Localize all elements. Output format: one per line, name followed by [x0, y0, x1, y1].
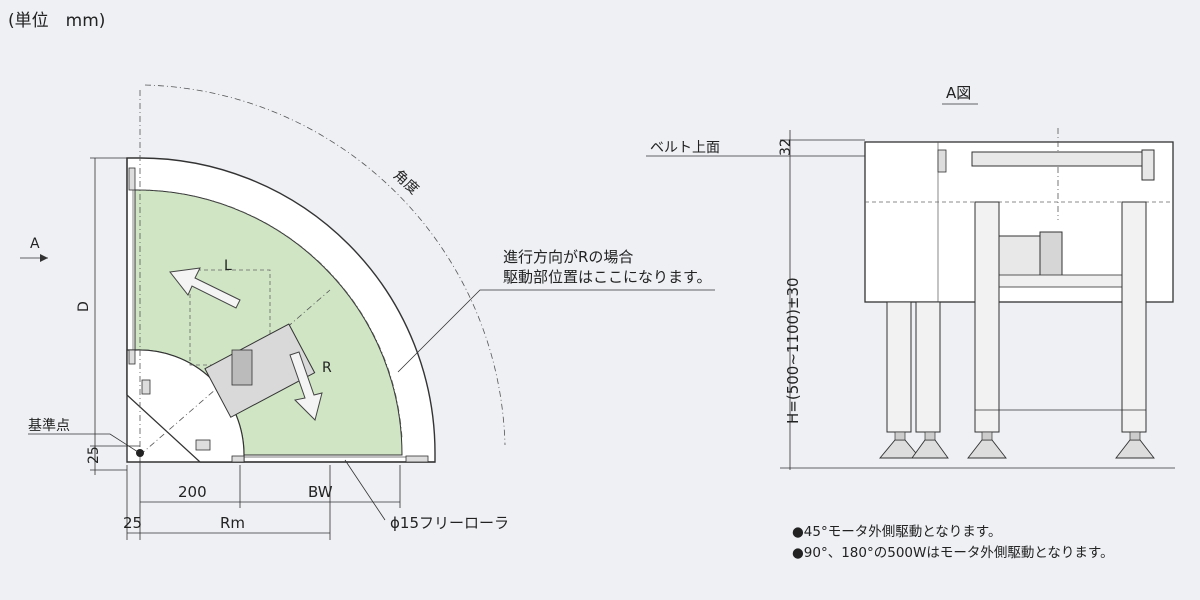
dim-rm: Rm — [220, 514, 245, 532]
plan-view: A 角度 L R D 基準点 25 200 BW 25 Rm ϕ15フリーローラ — [20, 84, 715, 540]
side-motor-end — [1039, 231, 1063, 281]
notes: ●45°モータ外側駆動となります。 ●90°、180°の500Wはモータ外側駆動… — [792, 522, 1114, 564]
foot-stem-2 — [924, 431, 936, 441]
drive-callout-line2: 駆動部位置はここになります。 — [503, 268, 712, 286]
cross-bar — [994, 274, 1136, 288]
inner-leg-left — [974, 201, 1000, 433]
foot-stem-1 — [894, 431, 906, 441]
length-label: L — [224, 258, 232, 274]
dim-d-label: D — [76, 301, 92, 312]
belt-center-arc — [139, 189, 403, 439]
belt-roller-bar — [971, 151, 1155, 167]
direction-arrow-l-icon — [169, 267, 241, 309]
dim-25-horizontal: 25 — [123, 514, 142, 532]
view-arrow-label: A — [30, 236, 40, 252]
bolt-corner-2 — [195, 439, 211, 451]
belt-bolt — [937, 149, 947, 173]
drive-motor — [204, 323, 316, 418]
center-line-diagonal — [139, 289, 331, 456]
reference-point-leader — [28, 433, 139, 453]
foot-4 — [1115, 439, 1155, 459]
view-arrow-icon — [40, 254, 48, 262]
drive-hidden-outline — [189, 269, 271, 366]
inner-leg-right — [1121, 201, 1147, 433]
foot-2 — [911, 439, 949, 459]
note-2: ●90°、180°の500Wはモータ外側駆動となります。 — [792, 545, 1114, 561]
roller-leader — [344, 459, 386, 521]
drive-callout-leader — [397, 289, 715, 373]
reference-point-label: 基準点 — [28, 417, 70, 434]
belt-roller-end — [1141, 149, 1155, 181]
drive-bracket — [231, 349, 253, 386]
dim-200: 200 — [178, 483, 207, 501]
foot-stem-4 — [1129, 431, 1141, 441]
foot-3 — [967, 439, 1007, 459]
outer-leg-left-1 — [886, 301, 912, 433]
angle-label: 角度 — [390, 167, 422, 198]
radius-label: R — [322, 360, 332, 376]
direction-arrow-r-icon — [289, 351, 323, 421]
outer-leg-left-2 — [915, 301, 941, 433]
angle-arc — [144, 84, 506, 446]
side-view-title: A図 — [946, 84, 971, 102]
roller-label: ϕ15フリーローラ — [390, 514, 509, 532]
bolt-corner-1 — [141, 379, 151, 395]
bolt-bottom-right — [405, 455, 429, 463]
unit-label: (単位 mm) — [8, 11, 105, 31]
dim-bw: BW — [308, 483, 333, 501]
foot-stem-3 — [981, 431, 993, 441]
dim-25-vertical: 25 — [86, 446, 102, 464]
dim-32-label: 32 — [778, 138, 794, 156]
side-view: A図 ベルト上面 32 H=(500~1100)±30 — [646, 84, 1175, 470]
note-1: ●45°モータ外側駆動となります。 — [792, 524, 1002, 540]
reference-point-marker — [136, 449, 144, 457]
drive-callout-line1: 進行方向がRの場合 — [503, 248, 633, 266]
belt-surface-label: ベルト上面 — [650, 140, 720, 156]
height-label: H=(500~1100)±30 — [784, 277, 802, 424]
bolt-top-left — [128, 167, 136, 191]
bolt-mid-left — [128, 349, 136, 365]
bolt-bottom-mid — [231, 455, 245, 463]
